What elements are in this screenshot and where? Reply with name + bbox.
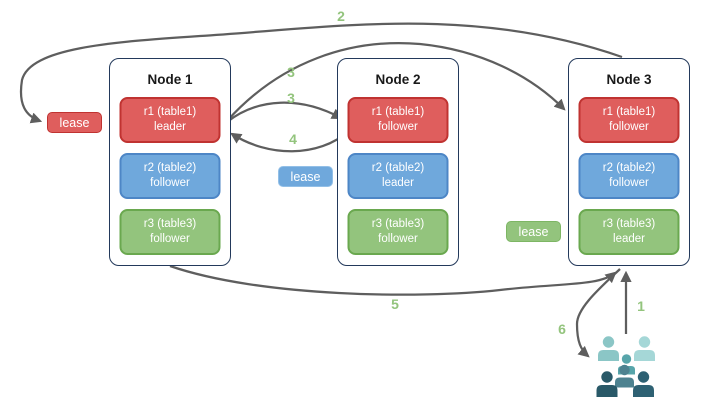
- node2-box: Node 2 r1 (table1) follower r2 (table2) …: [337, 58, 459, 266]
- arrow-step-5: [169, 264, 617, 296]
- replica-role: follower: [150, 233, 190, 245]
- node3-box: Node 3 r1 (table1) follower r2 (table2) …: [568, 58, 690, 266]
- lease-badge-r3: lease: [506, 221, 561, 242]
- node1-box: Node 1 r1 (table1) leader r2 (table2) fo…: [109, 58, 231, 266]
- node1-replica-r3: r3 (table3) follower: [119, 209, 221, 255]
- node2-replica-r3: r3 (table3) follower: [347, 209, 449, 255]
- replica-name: r1 (table1): [602, 106, 656, 118]
- replica-name: r3 (table3): [371, 218, 425, 230]
- replica-name: r2 (table2): [143, 162, 197, 174]
- users-icon: [596, 336, 655, 397]
- step-label-3-lower: 3: [287, 90, 295, 106]
- step-label-3-upper: 3: [287, 64, 295, 80]
- node1-replica-r1: r1 (table1) leader: [119, 97, 221, 143]
- node1-title: Node 1: [147, 72, 193, 87]
- replica-name: r3 (table3): [602, 218, 656, 230]
- node3-replica-r3: r3 (table3) leader: [578, 209, 680, 255]
- step-label-2: 2: [337, 8, 345, 24]
- replica-name: r2 (table2): [371, 162, 425, 174]
- node3-title: Node 3: [606, 72, 652, 87]
- replica-name: r3 (table3): [143, 218, 197, 230]
- replica-role: leader: [613, 233, 645, 245]
- replica-role: follower: [150, 177, 190, 189]
- replica-role: follower: [378, 121, 418, 133]
- node3-replica-r1: r1 (table1) follower: [578, 97, 680, 143]
- step-label-4: 4: [289, 131, 297, 147]
- replica-name: r1 (table1): [143, 106, 197, 118]
- lease-badge-r1: lease: [47, 112, 102, 133]
- replica-role: follower: [609, 121, 649, 133]
- step-label-5: 5: [391, 296, 399, 312]
- node2-replica-r2: r2 (table2) leader: [347, 153, 449, 199]
- replica-role: follower: [609, 177, 649, 189]
- replica-name: r2 (table2): [602, 162, 656, 174]
- replica-role: follower: [378, 233, 418, 245]
- node1-replica-r2: r2 (table2) follower: [119, 153, 221, 199]
- lease-badge-r2: lease: [278, 166, 333, 187]
- replica-role: leader: [382, 177, 414, 189]
- node2-replica-r1: r1 (table1) follower: [347, 97, 449, 143]
- replica-role: leader: [154, 121, 186, 133]
- step-label-1: 1: [637, 298, 645, 314]
- replica-name: r1 (table1): [371, 106, 425, 118]
- node3-replica-r2: r2 (table2) follower: [578, 153, 680, 199]
- step-label-6: 6: [558, 321, 566, 337]
- node2-title: Node 2: [375, 72, 421, 87]
- arrow-step-6: [575, 268, 621, 358]
